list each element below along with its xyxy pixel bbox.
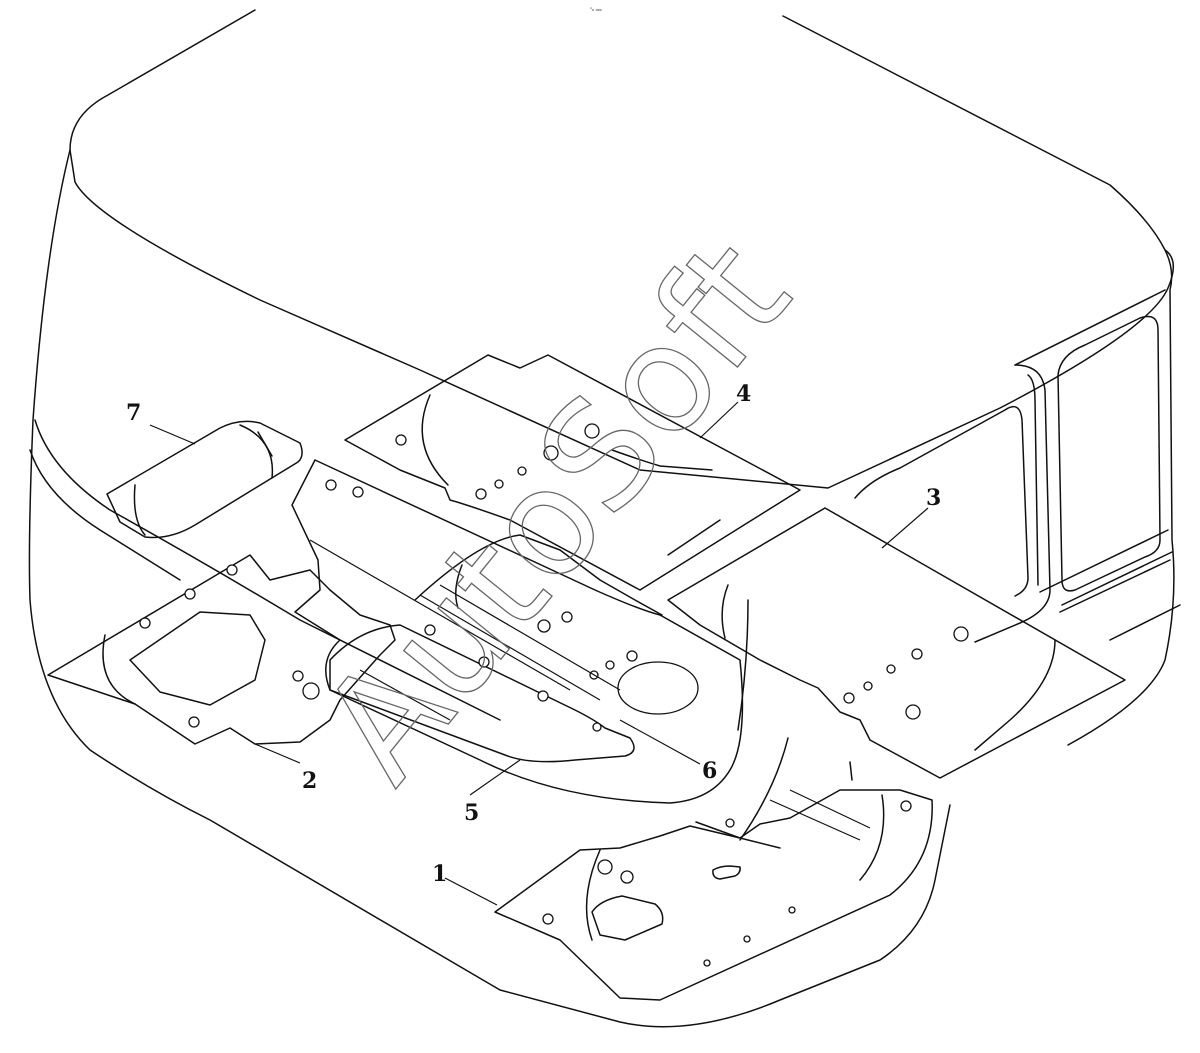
callout-1: 1 xyxy=(432,861,447,887)
part-2-left-floor-mat xyxy=(47,554,396,745)
part-1-lower-floor-mat xyxy=(494,737,933,1001)
part-6-center-floor xyxy=(291,459,749,804)
callout-3: 3 xyxy=(926,485,941,511)
callout-labels: 1 2 3 4 5 6 7 xyxy=(126,381,941,887)
part-5-tunnel-mat xyxy=(309,539,635,763)
figure-code: ⁿ₀ ₀₀₀ xyxy=(590,7,602,13)
callout-7: 7 xyxy=(126,400,141,426)
leader-lines xyxy=(149,401,929,906)
part-4-upper-mat xyxy=(344,354,801,591)
callout-5: 5 xyxy=(464,800,479,826)
callout-6: 6 xyxy=(702,758,717,784)
part-3-right-mat xyxy=(667,507,1126,779)
callout-4: 4 xyxy=(736,381,751,407)
callout-2: 2 xyxy=(302,768,317,794)
part-7-front-mat xyxy=(106,420,303,539)
cab-body-outline xyxy=(28,9,1181,1028)
